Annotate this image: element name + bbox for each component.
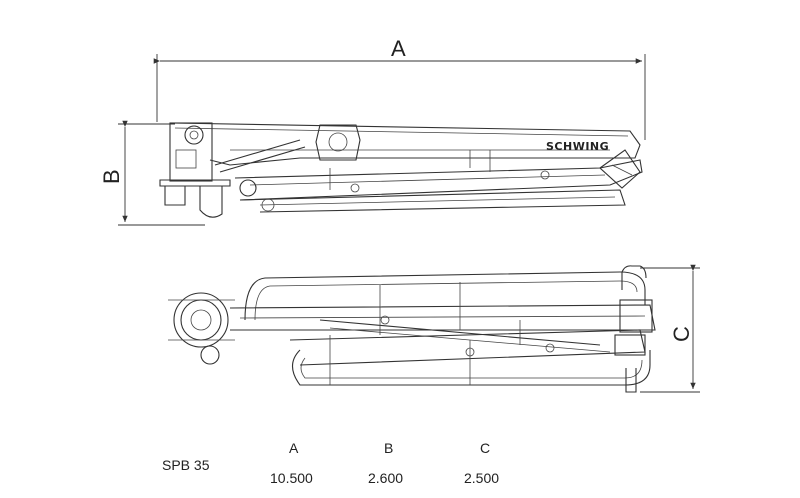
spec-value-c: 2.500 — [464, 470, 500, 486]
boom-top-view — [168, 265, 656, 393]
dimension-a-label: A — [391, 36, 406, 61]
spec-header-a: A — [289, 440, 299, 456]
boom-side-view: SCHWING — [159, 122, 643, 218]
dimension-b: B — [99, 120, 205, 226]
spec-value-a: 10.500 — [270, 470, 313, 486]
spec-model: SPB 35 — [162, 457, 210, 473]
spec-header-b: B — [384, 440, 394, 456]
spec-header-c: C — [480, 440, 491, 456]
spec-value-b: 2.600 — [368, 470, 404, 486]
dimension-a: A — [153, 36, 646, 140]
dimension-c-label: C — [669, 326, 694, 342]
dimension-c: C — [640, 264, 700, 393]
schwing-logo: SCHWING — [546, 140, 609, 153]
dimension-b-label: B — [99, 169, 124, 184]
